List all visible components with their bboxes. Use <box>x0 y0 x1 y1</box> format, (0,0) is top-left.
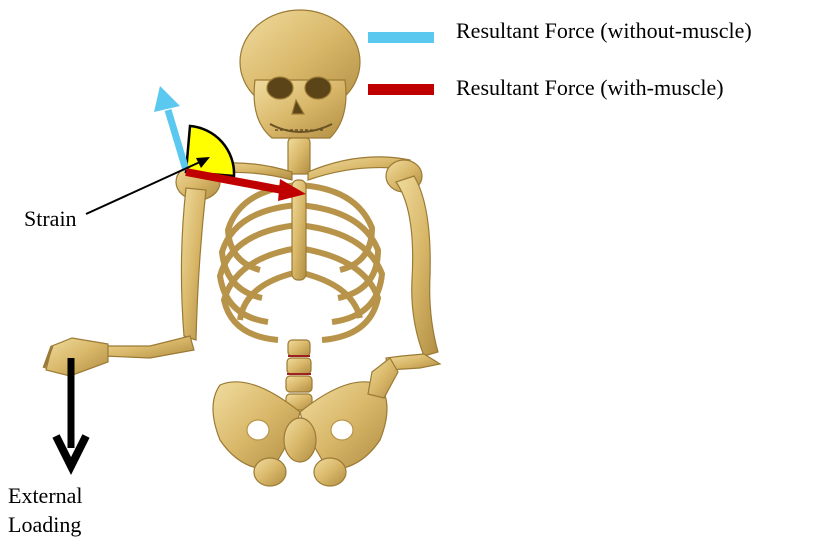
legend-label-without-muscle: Resultant Force (without-muscle) <box>456 18 752 43</box>
external-loading-line1: External <box>8 481 83 510</box>
external-loading-label: External Loading <box>8 481 83 539</box>
skeleton-illustration <box>44 10 440 486</box>
strain-sector-icon <box>186 126 234 176</box>
legend-label-with-muscle: Resultant Force (with-muscle) <box>456 75 724 100</box>
cervical-spine <box>288 138 310 174</box>
arrow-up-left-icon <box>154 86 186 170</box>
legend-swatch-without-muscle <box>368 32 434 43</box>
external-loading-line2: Loading <box>8 510 83 539</box>
skull <box>240 10 360 138</box>
legend-swatch-with-muscle <box>368 84 434 95</box>
strain-label: Strain <box>24 206 77 231</box>
